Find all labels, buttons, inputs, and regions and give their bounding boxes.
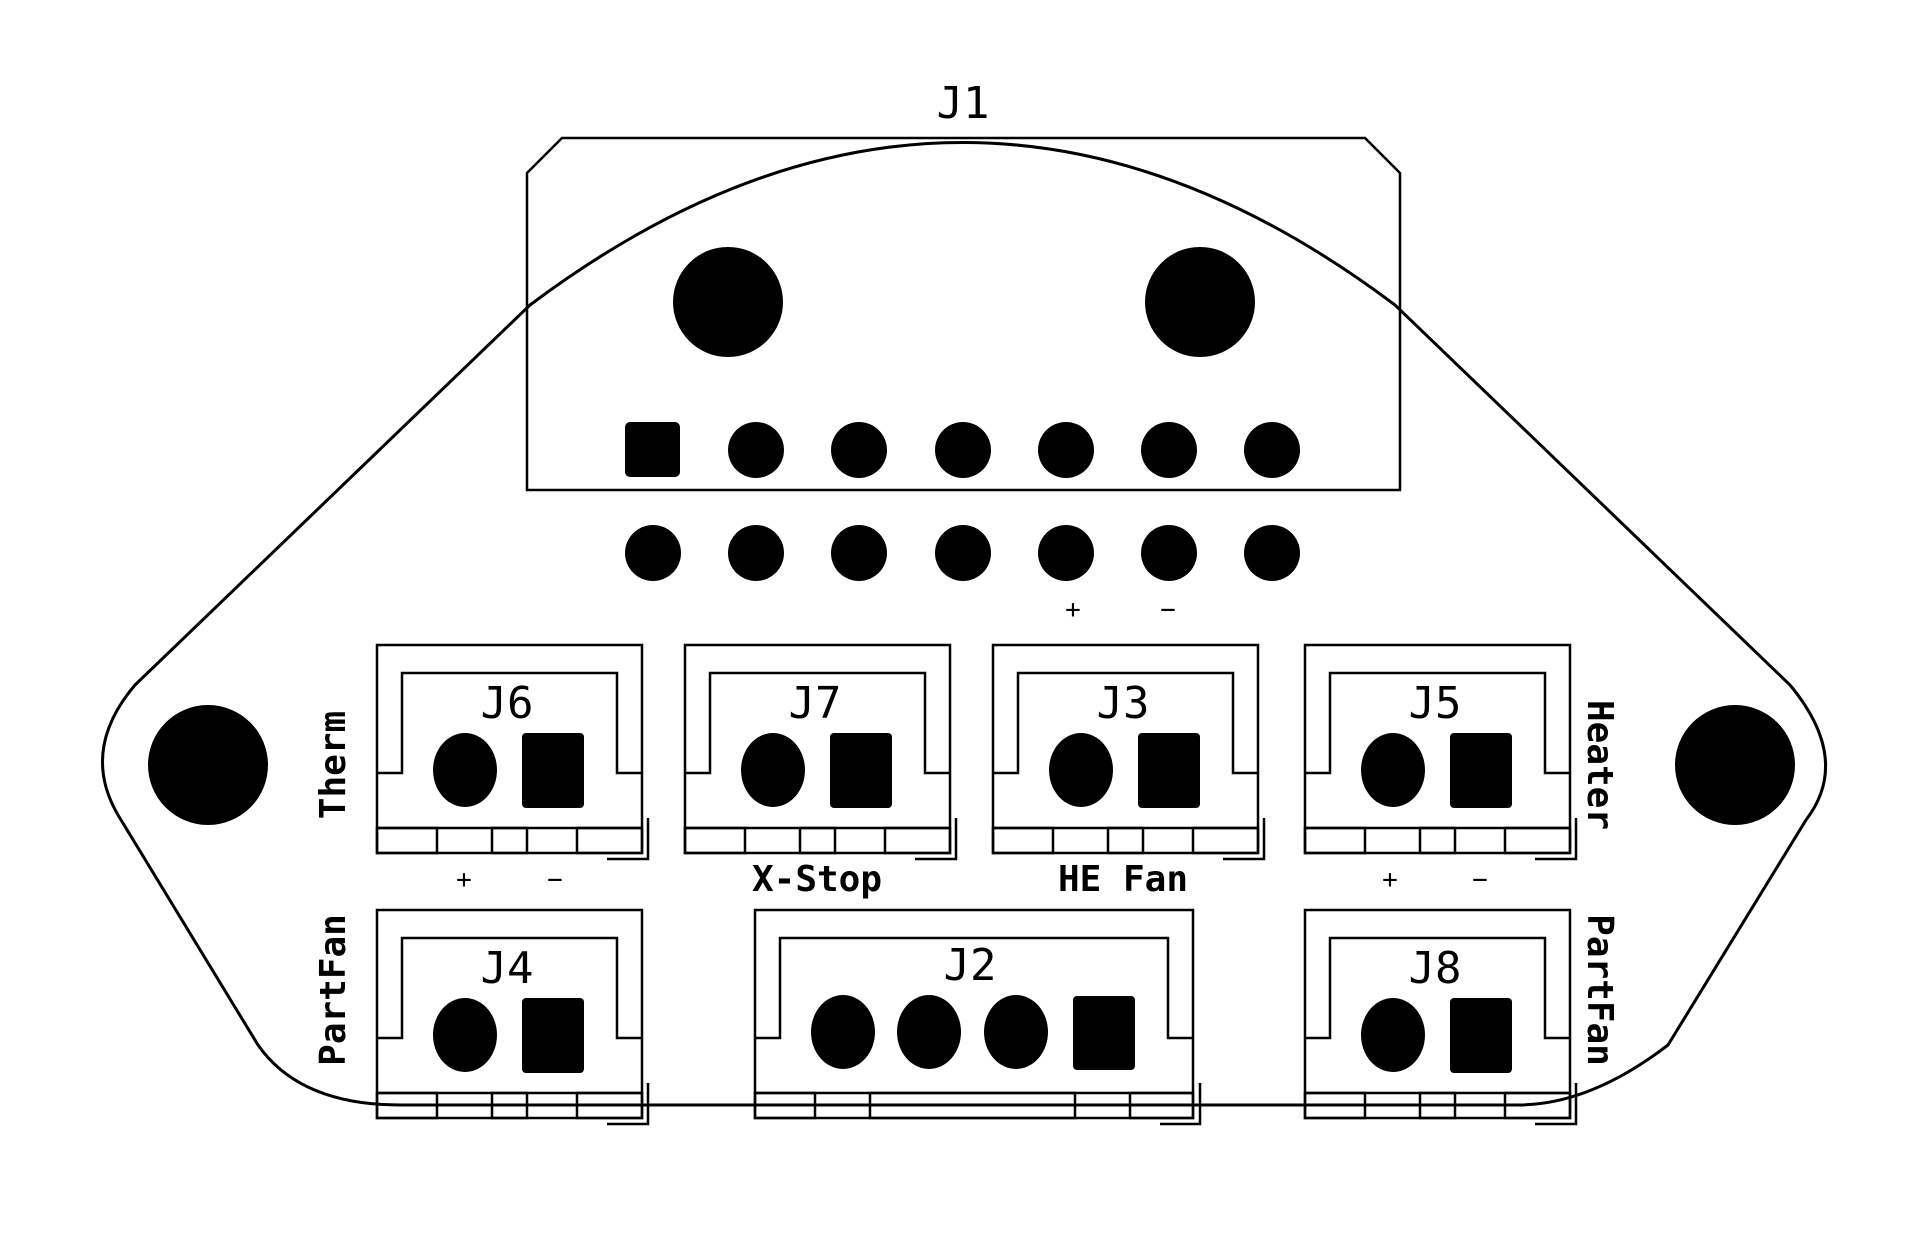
partfan-right-label: PartFan [1579,914,1620,1066]
j1-pin [728,422,784,478]
x-stop-label: X-Stop [752,859,882,900]
j6-plus-mark: + [456,865,472,895]
j6-minus-mark: − [547,865,563,895]
connector-j6: J6 [375,643,650,861]
j1-pin [1244,422,1300,478]
connector-j2: J2 [753,908,1202,1126]
j5-plus-mark: + [1382,865,1398,895]
j1-pin [1141,422,1197,478]
j3-plus-mark: + [1065,595,1081,625]
connector-j3: J3 [991,643,1266,861]
j1-pin [1141,525,1197,581]
j1-pin [625,525,681,581]
j1-pin [1038,422,1094,478]
partfan-left-label: PartFan [313,914,354,1066]
he-fan-label: HE Fan [1058,859,1188,900]
j7-ref: J7 [789,678,842,729]
j5-minus-mark: − [1472,865,1488,895]
j1-mount-hole-right [1145,247,1255,357]
board-mount-hole-right [1675,705,1795,825]
j1-ref: J1 [937,78,990,129]
heater-label: Heater [1579,700,1620,830]
j2-ref: J2 [944,940,997,991]
j1-pin [728,525,784,581]
board-mount-hole-left [148,705,268,825]
j6-ref: J6 [481,678,534,729]
j3-ref: J3 [1097,678,1150,729]
connector-j4: J4 [375,908,650,1126]
j1-pin [831,422,887,478]
j5-ref: J5 [1409,678,1462,729]
j1-mount-hole-left [673,247,783,357]
j1-pin [935,422,991,478]
j1-pin [935,525,991,581]
j3-minus-mark: − [1160,595,1176,625]
board-outline [101,141,1827,1107]
connector-j8: J8 [1303,908,1578,1126]
j1-pin [1244,525,1300,581]
connector-j5: J5 [1303,643,1578,861]
j4-ref: J4 [481,943,534,994]
j1-pin [831,525,887,581]
therm-label: Therm [313,711,354,819]
j1-pin [1038,525,1094,581]
j8-ref: J8 [1409,943,1462,994]
connector-j7: J7 [683,643,958,861]
j1-outline [525,136,1402,492]
j1-pin-1-square [625,422,680,477]
